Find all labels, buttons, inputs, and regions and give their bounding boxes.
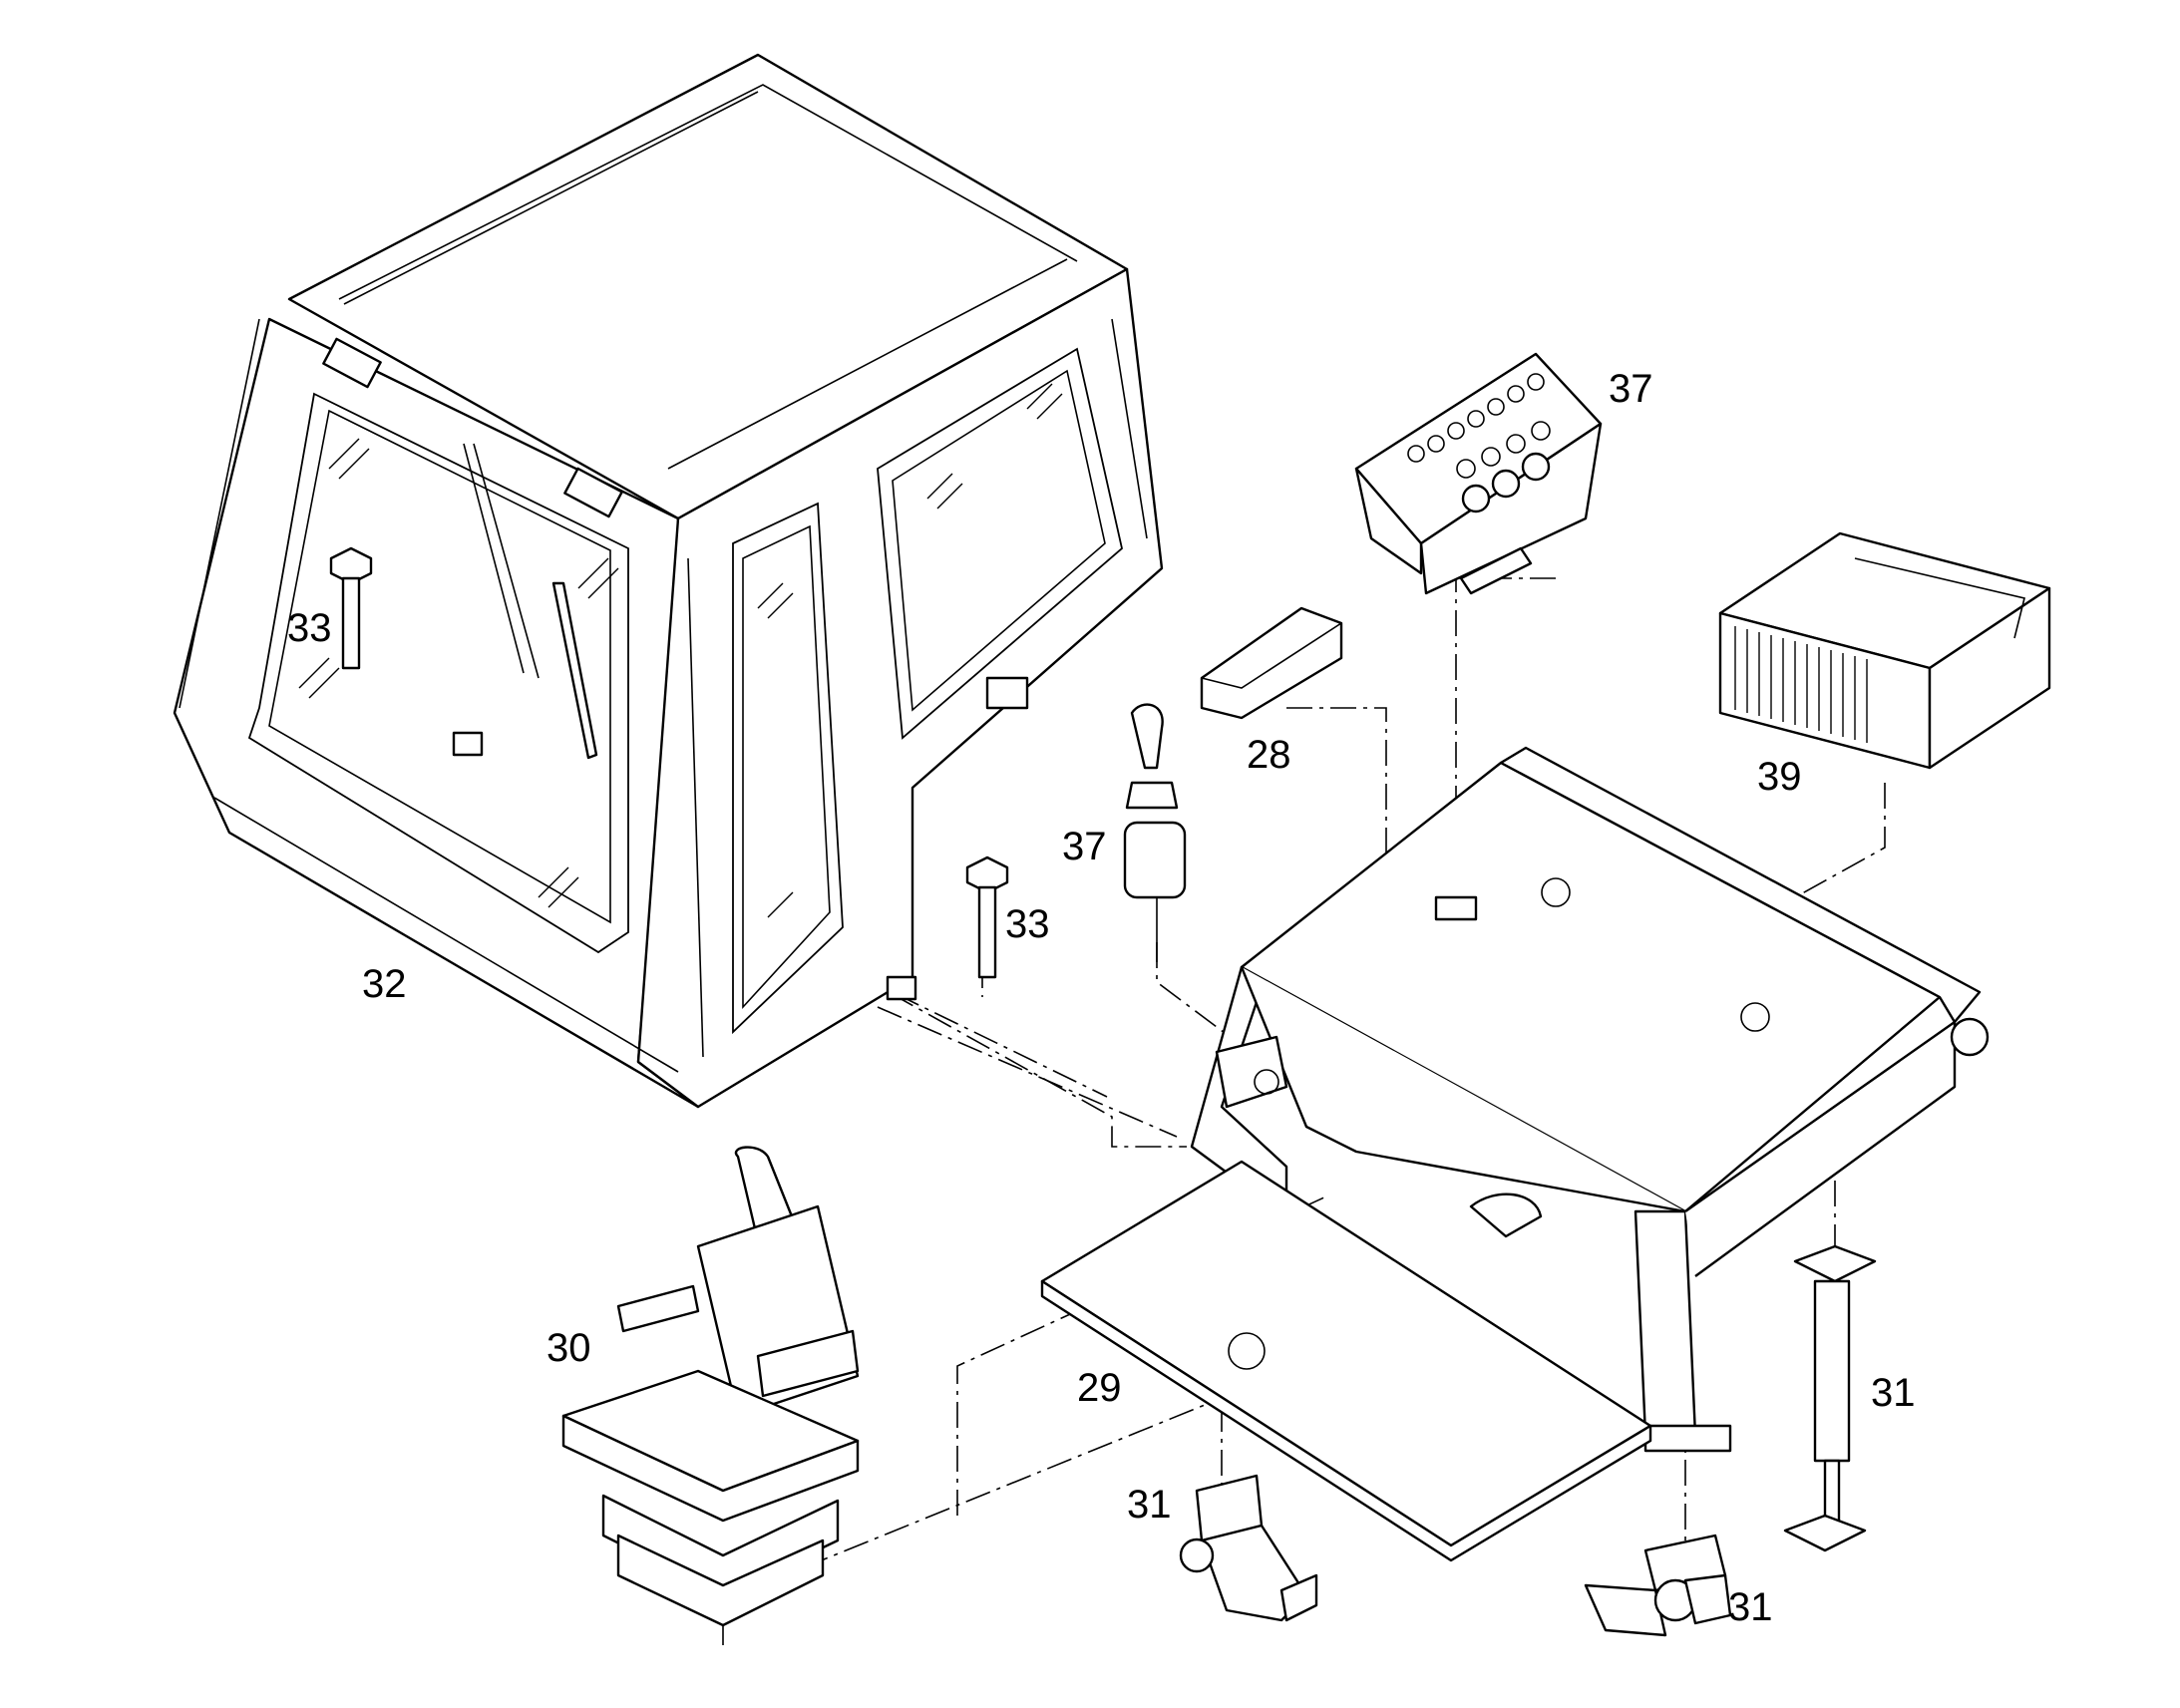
filter-box [1718,531,2051,770]
foot-mount-left-bushing [1179,1537,1215,1573]
frame-front-foot [1643,1424,1732,1453]
frame-slot [1434,895,1478,921]
armrest-top-edge [1201,622,1342,689]
foot-mount-right-arm [1584,1583,1667,1637]
bolt-right-shank [977,885,997,979]
callout-33-left: 33 [287,606,332,650]
cab-bottom-edge [228,832,913,1108]
operator-seat [561,1146,860,1627]
seat-suspension [601,1494,840,1597]
callout-37-joystick: 37 [1062,825,1107,868]
joystick-body [1123,821,1187,899]
cylinder-barrel [1813,1279,1851,1463]
cylinder-base-plate [1783,1514,1867,1552]
filter-grille [1734,626,1868,743]
bolt-right [965,855,1009,979]
seat-cushion-edge [561,1414,860,1523]
hydraulic-cylinder [1783,1244,1877,1552]
frame-seat-mount [1215,1035,1288,1109]
floor-plate-hole [1228,1332,1266,1370]
operator-cab [173,53,1164,1109]
cab-windshield [247,392,629,954]
cab-rear-window [877,347,1123,740]
cab-door-window-inner [742,524,831,1010]
cab-mount-foot-left [452,731,484,757]
joystick [1123,703,1187,962]
frame-hole-2 [1740,1002,1770,1032]
callout-31-foot-left: 31 [1127,1483,1172,1527]
seat-armrest-left [616,1284,700,1333]
control-panel-connector [1459,546,1533,595]
frame-front-post [1634,1209,1697,1438]
cab-grab-handle-front [179,318,260,709]
armrest [1200,606,1343,720]
filter-box-inner-rim [1854,557,2025,639]
callout-28: 28 [1247,733,1291,777]
joystick-grip [1130,703,1164,770]
cab-roof-rail-left [343,91,759,305]
foot-mount-right [1584,1534,1732,1637]
callout-37-panel: 37 [1609,367,1653,411]
callout-33-right: 33 [1005,902,1050,946]
callout-29: 29 [1077,1366,1122,1410]
leader-cab-right-mount [877,1006,1178,1138]
bolt-left [329,546,373,670]
cab-rear-window-inner [892,369,1106,712]
control-panel-side [1354,467,1423,575]
foot-mount-right-bracket [1683,1573,1732,1625]
floor-plate-edge [1040,1279,1652,1562]
wiper-arm-2 [473,443,540,679]
frame-hole-1 [1541,877,1571,907]
cylinder-top-plate [1793,1244,1877,1283]
cab-mount-foot-right [886,975,917,1001]
cab-grab-handle-rear [1111,318,1148,539]
foot-mount-left [1179,1474,1318,1622]
seat-base [616,1534,825,1627]
frame-seat-cup [1469,1193,1543,1238]
cab-roof-rim [338,84,1078,300]
bolt-left-shank [341,576,361,670]
wiper-blade [551,581,598,760]
cab-windshield-inner [268,409,611,924]
glass-hatching [298,383,1063,918]
floor-plate [1040,1160,1652,1562]
cylinder-rod [1823,1459,1841,1523]
callout-30: 30 [546,1326,591,1370]
filter-box-side [1928,586,2051,770]
callout-32: 32 [362,962,407,1006]
control-panel [1354,352,1603,595]
wiper-arm [463,443,525,674]
frame-mount-hole [1254,1069,1279,1095]
bolt-right-head [965,855,1009,894]
callout-31-cylinder: 31 [1871,1371,1916,1415]
armrest-body [1200,606,1343,720]
cab-door-latch [985,676,1029,710]
foot-mount-left-tab [1279,1573,1318,1622]
joystick-boot [1125,781,1179,810]
cab-lamp-left [322,337,382,389]
frame-pivot [1950,1017,1990,1057]
bolt-left-head [329,546,373,585]
frame-rear-rail [1499,746,1982,1024]
frame-right-side [1684,1020,1957,1277]
seat-armrest-right [756,1329,860,1398]
callout-39: 39 [1757,755,1802,799]
cab-frame [1190,746,1990,1453]
cab-skirt-line [213,797,679,1073]
callout-31-foot-right: 31 [1728,1585,1773,1629]
callout-labels: 28 29 30 31 31 31 32 33 33 37 37 39 [287,367,1916,1629]
control-panel-gauges [1407,373,1551,513]
cab-lamp-right [563,467,623,518]
cab-roof-rail-right [667,258,1068,470]
cab-pillar [687,557,704,1058]
